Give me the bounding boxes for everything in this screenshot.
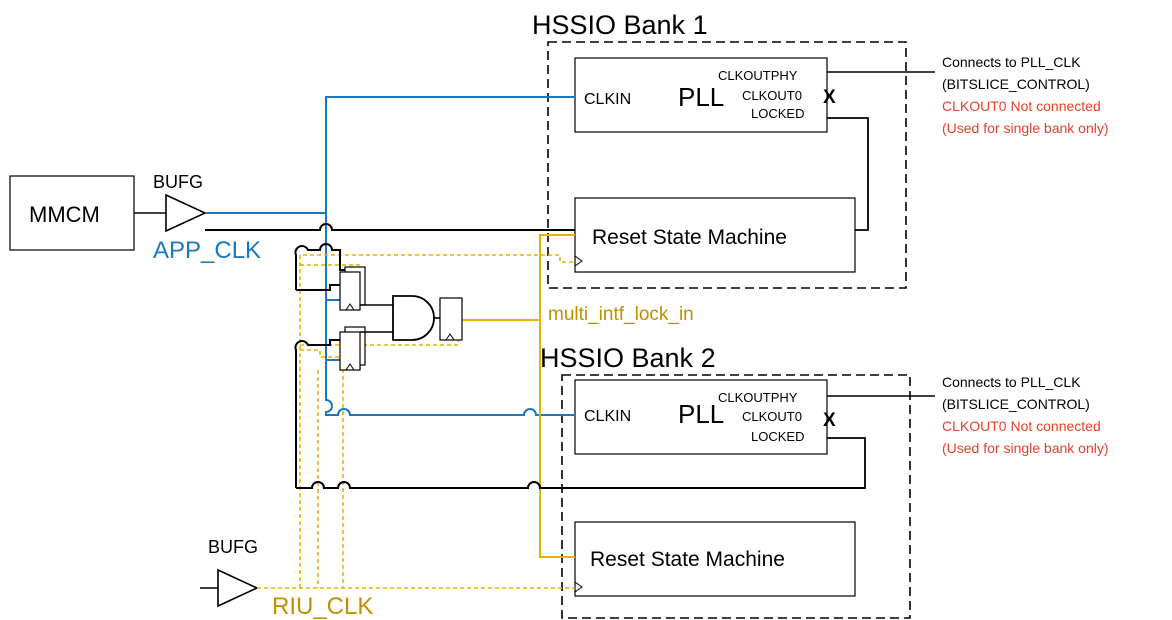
riu-clk-label: RIU_CLK (272, 593, 373, 620)
bank1-note-line2: (BITSLICE_CONTROL) (942, 76, 1090, 92)
bank2-clkout0-x-mark: X (823, 410, 836, 431)
bank1-locked-wire (827, 117, 869, 231)
bank1-reset-state-machine-label: Reset State Machine (592, 226, 787, 249)
bank1-pll-clkout0-label: CLKOUT0 (742, 88, 802, 103)
bank1-reset-state-machine (574, 197, 856, 273)
bank2-pll-clkoutphy-label: CLKOUTPHY (718, 390, 798, 405)
bank2-pll-clkout0-label: CLKOUT0 (742, 409, 802, 424)
bank1-pll-block (574, 57, 828, 133)
bank2-locked-wire (827, 437, 866, 489)
bank2-note-line2: (BITSLICE_CONTROL) (942, 396, 1090, 412)
bank2-note-line1: Connects to PLL_CLK (942, 374, 1081, 390)
bank1-note-line1: Connects to PLL_CLK (942, 54, 1081, 70)
bank2-note-line3: CLKOUT0 Not connected (942, 418, 1101, 434)
multi-intf-lock-in-label: multi_intf_lock_in (548, 304, 694, 325)
app-clk-net (205, 96, 575, 416)
bank1-pll-locked-label: LOCKED (751, 106, 804, 121)
bank1-note-line3: CLKOUT0 Not connected (942, 98, 1101, 114)
bank1-note-line4: (Used for single bank only) (942, 120, 1109, 136)
reset-bus-wires (205, 223, 865, 489)
bank1-pll-name: PLL (678, 82, 724, 112)
bank2-reset-state-machine-label: Reset State Machine (590, 548, 785, 571)
bufg-bottom-label: BUFG (208, 537, 258, 557)
bank2-pll-locked-label: LOCKED (751, 429, 804, 444)
bank2-pll-block (574, 379, 828, 455)
bank1-title: HSSIO Bank 1 (532, 10, 708, 40)
bank1-reset-clock-pin (574, 255, 583, 267)
bank1-clkout0-x-mark: X (823, 87, 836, 108)
bank1-pll-clkin-label: CLKIN (584, 91, 631, 108)
flipflop-stage1-bottom (339, 326, 366, 371)
and-gate (360, 295, 440, 341)
flipflop-stage1-top (339, 266, 366, 311)
bank2-title: HSSIO Bank 2 (540, 343, 716, 373)
lock-in-net (462, 234, 575, 558)
bufg-top-label: BUFG (153, 172, 203, 192)
app-clk-label: APP_CLK (153, 237, 261, 264)
bufg-bottom-buffer (217, 568, 259, 608)
bank2-reset-clock-pin (574, 581, 583, 593)
bank2-note-line4: (Used for single bank only) (942, 440, 1109, 456)
bank1-boundary (547, 41, 907, 289)
bank2-pll-name: PLL (678, 399, 724, 429)
mmcm-label: MMCM (29, 202, 100, 227)
bufg-top-buffer (165, 193, 207, 233)
bank2-boundary (561, 374, 911, 619)
bank2-reset-state-machine (574, 521, 856, 597)
bank2-pll-clkin-label: CLKIN (584, 408, 631, 425)
bank1-pll-clkoutphy-label: CLKOUTPHY (718, 68, 798, 83)
flipflop-output (439, 297, 463, 341)
